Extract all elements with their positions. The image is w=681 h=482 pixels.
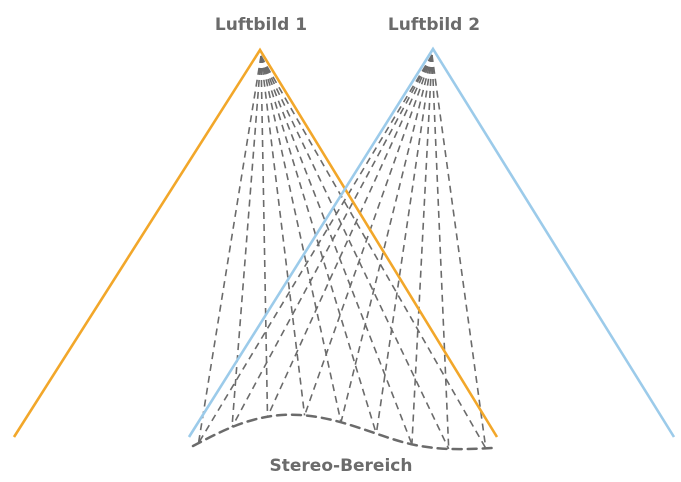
- ray-photo-2: [266, 54, 433, 418]
- ray-photo-2: [231, 54, 433, 428]
- ray-photo-2: [411, 54, 433, 445]
- ray-photo-1: [197, 55, 262, 444]
- ray-photo-1: [260, 55, 342, 423]
- ray-photo-2: [340, 54, 433, 423]
- terrain-surface-curve: [191, 413, 494, 451]
- ray-photo-1: [231, 55, 262, 428]
- ray-photo-2: [197, 54, 433, 444]
- ray-photo-2: [431, 54, 487, 449]
- ray-photo-1: [260, 55, 413, 445]
- stereo-area-label: Stereo-Bereich: [269, 456, 413, 476]
- projection-rays: [197, 54, 487, 450]
- ray-photo-1: [260, 55, 487, 449]
- ray-photo-1: [260, 55, 306, 416]
- photo-1-field-of-view: [12, 47, 499, 438]
- photo-2-label: Luftbild 2: [387, 15, 481, 35]
- ray-photo-2: [431, 54, 450, 449]
- photo-1-label: Luftbild 1: [214, 15, 308, 35]
- ray-photo-1: [260, 55, 378, 434]
- ray-photo-1: [260, 55, 450, 450]
- ray-photo-2: [375, 54, 433, 434]
- ray-photo-1: [260, 55, 269, 417]
- photo-2-field-of-view: [187, 46, 676, 438]
